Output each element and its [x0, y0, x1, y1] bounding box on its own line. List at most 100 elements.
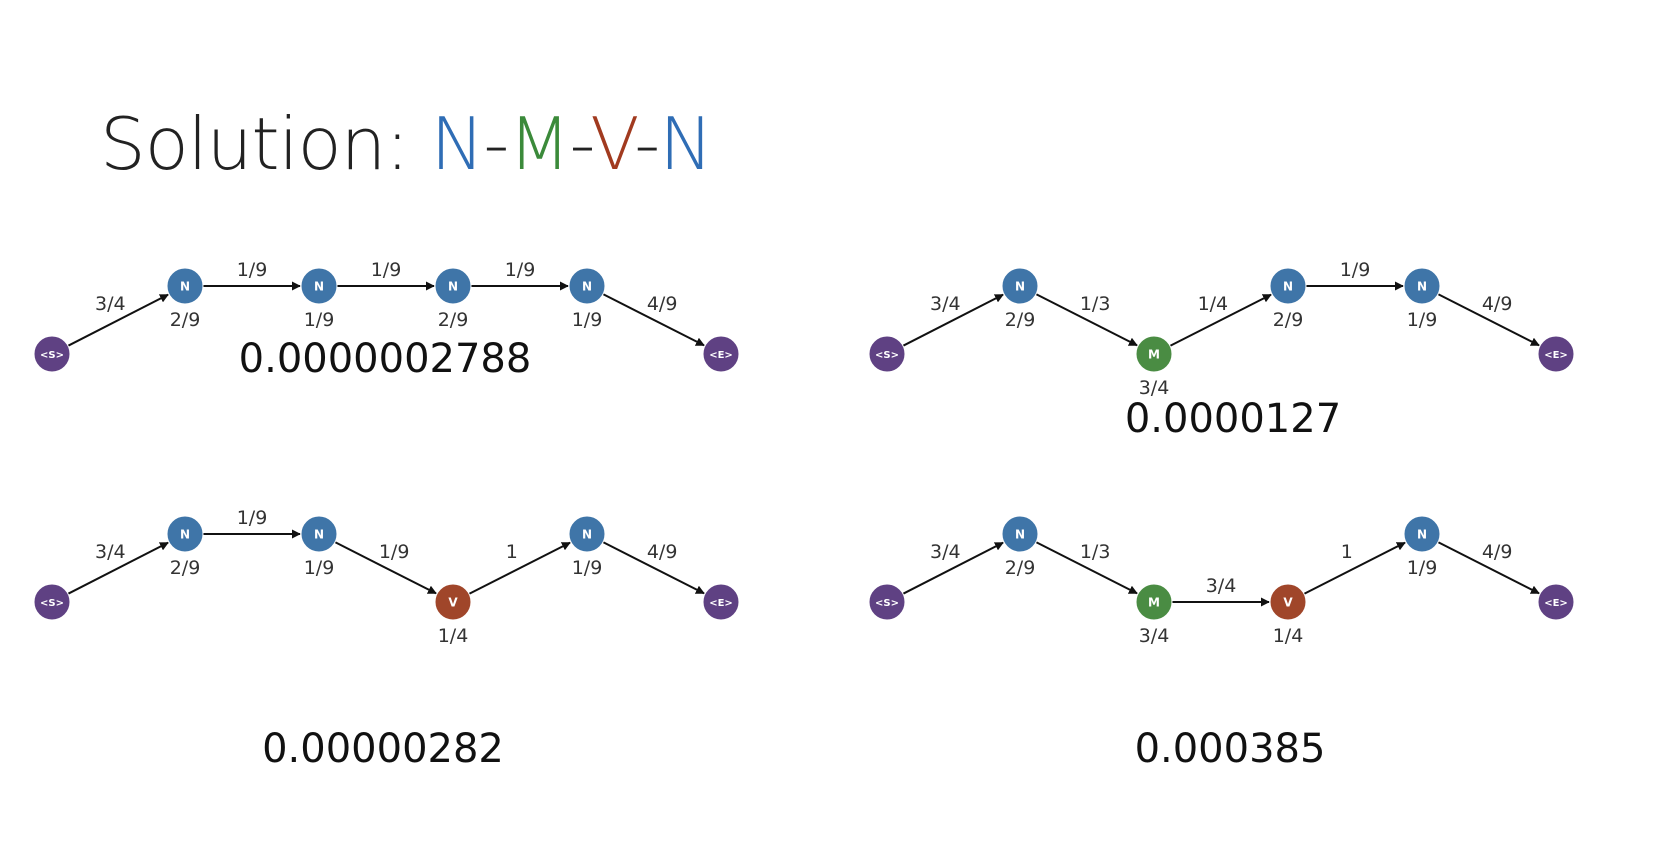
- title-separator: -: [634, 102, 660, 186]
- tag-node-V: V: [1269, 583, 1307, 621]
- title-separator: -: [569, 102, 591, 186]
- node-label: N: [1015, 528, 1025, 542]
- title-tag-3: V: [590, 102, 635, 186]
- node-label: N: [582, 528, 592, 542]
- transition-probability: 1/9: [237, 259, 268, 281]
- emission-probability: 1/9: [572, 309, 603, 331]
- transition-arrow: [902, 541, 1004, 595]
- transition-probability: 1/9: [371, 259, 402, 281]
- transition-probability: 4/9: [1482, 541, 1513, 563]
- transition-probability: 1/9: [1340, 259, 1371, 281]
- emission-probability: 1/9: [304, 309, 335, 331]
- node-label: N: [314, 280, 324, 294]
- node-circle: [568, 515, 606, 553]
- emission-probability: 3/4: [1139, 625, 1170, 647]
- node-label: N: [582, 280, 592, 294]
- path-probability: 0.0000127: [1125, 396, 1341, 442]
- node-label: N: [1283, 280, 1293, 294]
- tag-node-N: N: [568, 267, 606, 305]
- transition-arrow: [468, 541, 571, 595]
- transition-probability: 3/4: [1206, 575, 1237, 597]
- node-label: M: [1148, 348, 1160, 362]
- tag-node-N: N: [1001, 267, 1039, 305]
- node-circle: [33, 335, 71, 373]
- node-circle: [702, 583, 740, 621]
- emission-probability: 1/9: [1407, 309, 1438, 331]
- node-circle: [1001, 267, 1039, 305]
- tag-node-N: N: [300, 267, 338, 305]
- tag-node-S: <S>: [868, 335, 906, 373]
- node-circle: [1269, 267, 1307, 305]
- node-label: <S>: [40, 598, 64, 609]
- tag-node-S: <S>: [33, 583, 71, 621]
- node-circle: [1537, 583, 1575, 621]
- tag-node-N: N: [1001, 515, 1039, 553]
- transition-probability: 3/4: [95, 541, 126, 563]
- node-label: N: [180, 280, 190, 294]
- node-label: <S>: [875, 598, 899, 609]
- emission-probability: 1/4: [1273, 625, 1304, 647]
- node-label: <E>: [1544, 598, 1568, 609]
- node-circle: [1537, 335, 1575, 373]
- tag-node-S: <S>: [868, 583, 906, 621]
- node-label: N: [448, 280, 458, 294]
- transition-arrow: [67, 293, 169, 347]
- tag-node-N: N: [568, 515, 606, 553]
- tag-node-N: N: [1403, 267, 1441, 305]
- node-circle: [1403, 515, 1441, 553]
- node-circle: [166, 267, 204, 305]
- node-label: M: [1148, 596, 1160, 610]
- emission-probability: 2/9: [1005, 557, 1036, 579]
- transition-arrow: [67, 541, 169, 595]
- tag-node-E: <E>: [702, 583, 740, 621]
- transition-probability: 4/9: [647, 541, 678, 563]
- tag-node-M: M: [1135, 335, 1173, 373]
- tag-node-E: <E>: [702, 335, 740, 373]
- node-label: <S>: [875, 350, 899, 361]
- tag-node-E: <E>: [1537, 335, 1575, 373]
- node-circle: [702, 335, 740, 373]
- node-label: N: [314, 528, 324, 542]
- transition-probability: 4/9: [1482, 293, 1513, 315]
- transition-arrow: [334, 541, 437, 595]
- tag-node-N: N: [166, 515, 204, 553]
- emission-probability: 2/9: [1005, 309, 1036, 331]
- emission-probability: 2/9: [438, 309, 469, 331]
- transition-probability: 1/3: [1080, 541, 1111, 563]
- node-circle: [434, 583, 472, 621]
- transition-probability: 1: [506, 541, 518, 563]
- node-label: V: [1283, 596, 1293, 610]
- tag-node-N: N: [434, 267, 472, 305]
- node-circle: [568, 267, 606, 305]
- transition-probability: 4/9: [647, 293, 678, 315]
- node-label: N: [1417, 280, 1427, 294]
- title-separator: -: [483, 102, 509, 186]
- node-circle: [300, 515, 338, 553]
- transition-arrow: [602, 293, 705, 347]
- tag-node-N: N: [300, 515, 338, 553]
- node-circle: [1403, 267, 1441, 305]
- transition-arrow: [602, 541, 705, 595]
- tag-node-N: N: [1269, 267, 1307, 305]
- tag-node-N: N: [1403, 515, 1441, 553]
- tag-node-E: <E>: [1537, 583, 1575, 621]
- emission-probability: 2/9: [170, 309, 201, 331]
- transition-probability: 3/4: [930, 541, 961, 563]
- node-label: <E>: [709, 350, 733, 361]
- emission-probability: 1/9: [572, 557, 603, 579]
- node-circle: [166, 515, 204, 553]
- tag-node-N: N: [166, 267, 204, 305]
- transition-arrow: [1035, 293, 1138, 347]
- path-probability: 0.000385: [1135, 726, 1326, 772]
- transition-arrow: [1169, 293, 1272, 347]
- slide-title: Solution: N-M-V-N: [100, 102, 713, 186]
- node-label: V: [448, 596, 458, 610]
- node-circle: [1135, 335, 1173, 373]
- emission-probability: 2/9: [1273, 309, 1304, 331]
- node-circle: [300, 267, 338, 305]
